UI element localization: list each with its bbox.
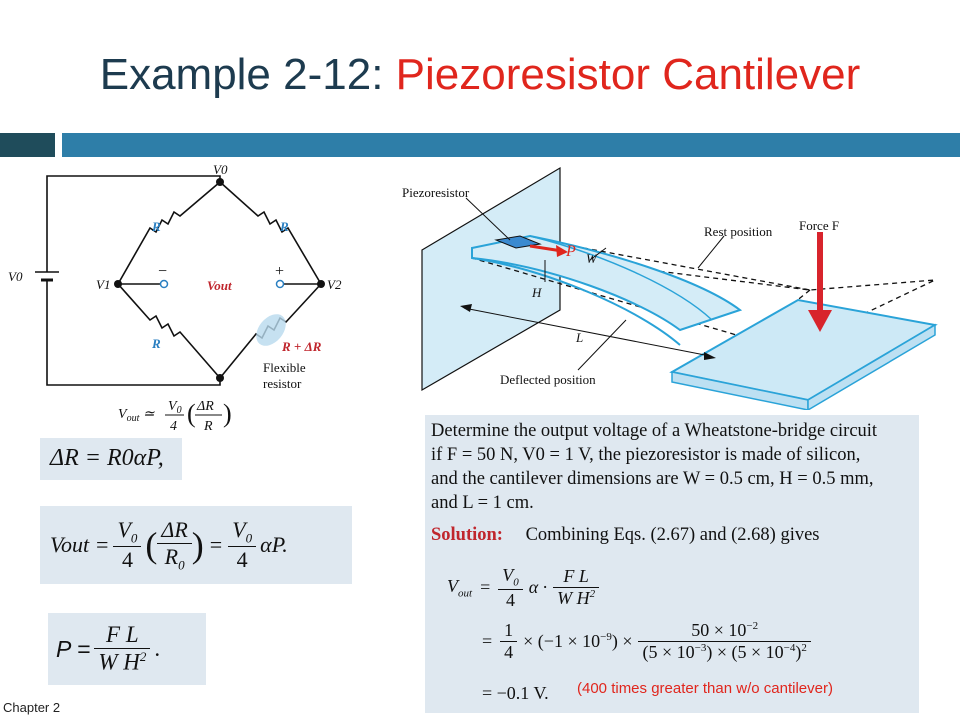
label-r-bottom-right: R + ΔR [281, 339, 322, 354]
label-r-bottom-left: R [151, 336, 161, 351]
label-v0-left: V0 [8, 269, 23, 284]
svg-text:): ) [223, 399, 232, 428]
label-h: H [531, 285, 542, 300]
label-rest-position: Rest position [704, 224, 773, 239]
problem-line-1: Determine the output voltage of a Wheats… [431, 421, 878, 441]
title-accent: Piezoresistor Cantilever [395, 50, 861, 99]
label-w: W [586, 251, 598, 266]
label-deflected-position: Deflected position [500, 372, 596, 387]
svg-text:R: R [203, 419, 213, 434]
svg-text:ΔR: ΔR [196, 399, 214, 414]
label-l: L [575, 330, 583, 345]
equation-p-lhs: P = [56, 635, 91, 662]
equation-box-1: ΔR = R0αP, [40, 438, 182, 480]
equation-vout-lhs: Vout = [50, 532, 110, 557]
label-r-top-right: R [279, 219, 289, 234]
label-v2: V2 [327, 277, 342, 292]
label-v1: V1 [96, 277, 110, 292]
label-p: P [565, 243, 576, 260]
label-flexible: Flexible [263, 360, 306, 375]
solution-result: = −0.1 V. [482, 683, 549, 703]
svg-text:4: 4 [170, 419, 177, 434]
label-plus: + [275, 263, 284, 280]
label-r-top-left: R [151, 219, 161, 234]
label-vout: Vout [207, 278, 232, 293]
label-v0-top: V0 [213, 162, 228, 177]
comparison-note: (400 times greater than w/o cantilever) [577, 680, 833, 697]
label-resistor: resistor [263, 376, 302, 391]
slide-title: Example 2-12: Piezoresistor Cantilever [0, 50, 960, 100]
problem-statement-box: Determine the output voltage of a Wheats… [425, 415, 919, 713]
problem-line-2: if F = 50 N, V0 = 1 V, the piezoresistor… [431, 445, 861, 465]
problem-line-3: and the cantilever dimensions are W = 0.… [431, 469, 874, 489]
header-bar-dark [0, 133, 55, 157]
problem-line-4: and L = 1 cm. [431, 493, 534, 513]
cantilever-diagram: Piezoresistor Rest position Force F P W … [402, 166, 938, 410]
footer-chapter: Chapter 2 [3, 700, 61, 715]
vout-approx-v0: V0 [168, 399, 182, 416]
label-piezoresistor: Piezoresistor [402, 185, 470, 200]
vout-approx-formula: Vout ≃ [118, 407, 155, 424]
equation-delta-r: ΔR = R0αP, [50, 445, 164, 471]
label-minus: − [158, 263, 167, 280]
solution-text: Combining Eqs. (2.67) and (2.68) gives [525, 525, 820, 545]
label-force: Force F [799, 218, 839, 233]
wheatstone-bridge-diagram: V0 V0 V1 V2 R R R R + ΔR Vout − + Flexib… [8, 162, 342, 434]
title-prefix: Example 2-12: [99, 50, 396, 99]
svg-text:(: ( [187, 399, 196, 428]
solution-label: Solution: [431, 525, 503, 545]
header-bar-blue [62, 133, 960, 157]
